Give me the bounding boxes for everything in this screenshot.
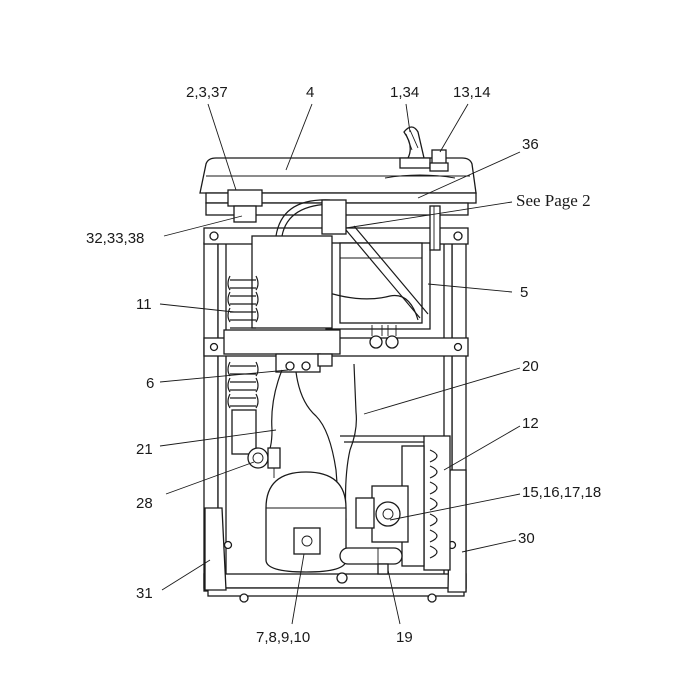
power-cord <box>247 369 283 478</box>
callout-15-16-17-18: 15,16,17,18 <box>522 484 601 501</box>
callout-13-14: 13,14 <box>453 84 491 101</box>
bubbler-valve <box>399 126 431 169</box>
callout-7-8-9-10: 7,8,9,10 <box>256 629 310 646</box>
push-button <box>429 149 449 172</box>
callout-19: 19 <box>396 629 413 646</box>
callout-32-33-38: 32,33,38 <box>86 230 144 247</box>
callout-11: 11 <box>136 296 152 313</box>
condenser <box>340 435 451 571</box>
callout-2-3-37: 2,3,37 <box>186 84 228 101</box>
callout-36: 36 <box>522 136 539 153</box>
fan-motor <box>355 485 409 543</box>
control-bracket <box>223 329 341 373</box>
callout-21: 21 <box>136 441 153 458</box>
callout-6: 6 <box>146 375 154 392</box>
callout-see-page-2: See Page 2 <box>516 191 591 210</box>
precooler-coil <box>227 235 333 455</box>
compressor <box>265 471 347 573</box>
callout-labels: 2,3,37 4 1,34 13,14 36 See Page 2 32,33,… <box>86 84 601 646</box>
callout-30: 30 <box>518 530 535 547</box>
callout-20: 20 <box>522 358 539 375</box>
callout-5: 5 <box>520 284 528 301</box>
callout-4: 4 <box>306 84 314 101</box>
cooling-tank <box>325 242 431 349</box>
callout-1-34: 1,34 <box>390 84 419 101</box>
filter-drier <box>336 547 403 584</box>
basin-bracket <box>227 189 263 223</box>
callout-28: 28 <box>136 495 153 512</box>
callout-12: 12 <box>522 415 539 432</box>
callout-31: 31 <box>136 585 153 602</box>
leader-lines <box>159 103 521 625</box>
